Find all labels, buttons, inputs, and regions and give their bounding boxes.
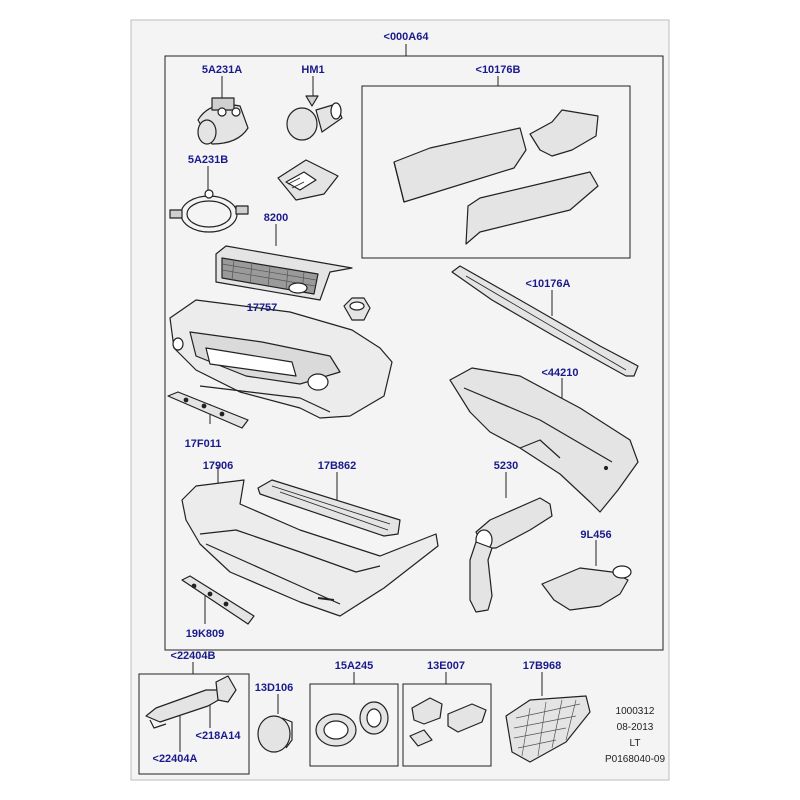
callout-9l456[interactable]: 9L456: [580, 529, 612, 541]
roof-spoiler-44210: [449, 367, 639, 513]
clamp-5a231b: [169, 189, 249, 233]
push-clip-hm1: [286, 95, 343, 141]
front-bumper-17757: [169, 299, 393, 419]
callout-22404a[interactable]: <22404A: [152, 753, 198, 765]
callout-17f011[interactable]: 17F011: [184, 438, 222, 450]
callout-hm1[interactable]: HM1: [301, 64, 325, 76]
spoiler-set-10176b: [393, 109, 599, 245]
callout-44210[interactable]: <44210: [541, 367, 579, 379]
nut: [343, 297, 371, 321]
callout-10176a[interactable]: <10176A: [525, 278, 571, 290]
tailpipe-9l456: [541, 565, 632, 611]
callout-5a231a[interactable]: 5A231A: [201, 64, 243, 76]
trim-strip-17f011: [167, 391, 249, 429]
bezel-rings-15a245: [315, 701, 389, 747]
callout-22404b[interactable]: <22404B: [170, 650, 216, 662]
callout-13d106[interactable]: 13D106: [254, 682, 294, 694]
tailgate-handle: [145, 675, 237, 729]
sub-box-13e007: [402, 683, 492, 767]
callout-218a14[interactable]: <218A14: [195, 730, 241, 742]
callout-5230[interactable]: 5230: [493, 460, 519, 472]
callout-10176b[interactable]: <10176B: [475, 64, 521, 76]
mounting-bracket: [277, 159, 339, 201]
clamp-5a231a: [197, 97, 249, 145]
rear-bumper-17906: [181, 479, 439, 617]
callout-15a245[interactable]: 15A245: [334, 660, 374, 672]
callout-17b862[interactable]: 17B862: [317, 460, 357, 472]
callout-19k809[interactable]: 19K809: [185, 628, 225, 640]
trim-rail-10176a: [451, 265, 639, 377]
callout-8200[interactable]: 8200: [263, 212, 289, 224]
callout-17906[interactable]: 17906: [202, 460, 234, 472]
callout-5a231b[interactable]: 5A231B: [187, 154, 229, 166]
cap-13d106: [257, 715, 293, 753]
bumper-insert-17b862: [257, 479, 401, 537]
parts: [145, 95, 639, 763]
callout-000a64[interactable]: <000A64: [383, 31, 429, 43]
illustration-number: 1000312: [615, 706, 655, 717]
trim-strip-19k809: [181, 575, 255, 625]
front-grille-8200: [215, 245, 353, 301]
illustration-date: 08-2013: [616, 722, 654, 733]
callout-13e007[interactable]: 13E007: [427, 660, 465, 672]
illustration-reference: P0168040-09: [604, 754, 666, 765]
covers-13e007: [409, 697, 487, 747]
muffler-5230: [469, 497, 553, 613]
callout-17b968[interactable]: 17B968: [522, 660, 562, 672]
callout-17757[interactable]: 17757: [246, 302, 278, 314]
side-vent-17b968: [505, 695, 591, 763]
illustration-region: LT: [629, 738, 641, 749]
